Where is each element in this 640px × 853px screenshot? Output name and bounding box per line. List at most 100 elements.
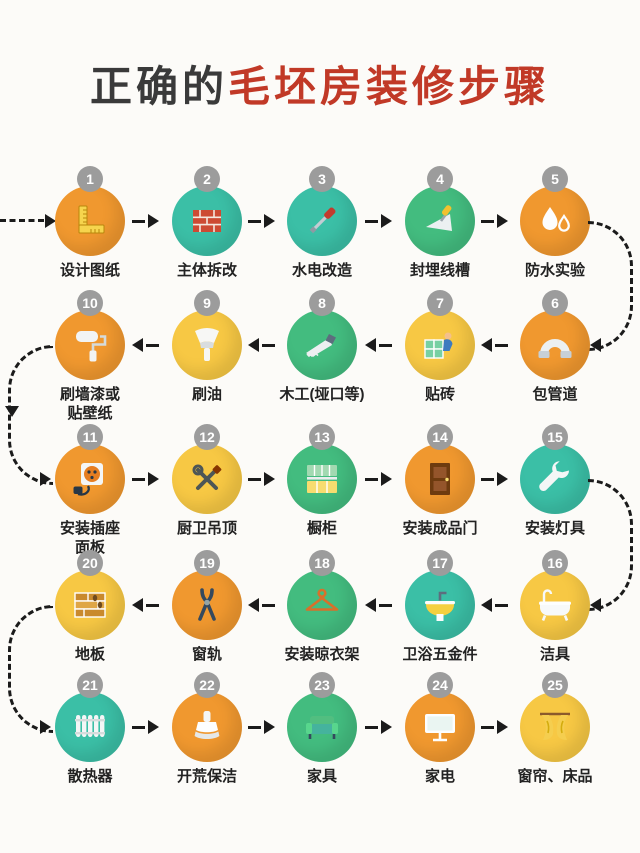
step-13: 13 橱柜 [267,424,377,539]
step-1: 1 设计图纸 [35,166,145,281]
step-circle [172,186,242,256]
step-number-badge: 10 [77,290,103,316]
step-12: 12 厨卫吊顶 [152,424,262,539]
step-number-badge: 16 [542,550,568,576]
paint-roller-icon [76,331,107,362]
step-circle [405,310,475,380]
saw-icon [306,334,336,358]
step-21: 21 散热器 [35,672,145,787]
step-5: 5 防水实验 [500,166,610,281]
step-circle [405,570,475,640]
step-label: 安装晾衣架 [284,646,360,663]
step-16: 16 洁具 [500,550,610,665]
step-number-badge: 11 [77,424,103,450]
step-18: 18 安装晾衣架 [267,550,377,665]
pipe-icon [538,339,572,358]
screwdriver-icon [309,207,336,234]
step-circle [55,186,125,256]
door-icon [430,463,450,495]
brick-wall-icon [193,210,221,232]
pliers-icon [198,588,216,621]
step-label: 木工(垭口等) [279,386,365,403]
step-label: 包管道 [532,386,578,403]
step-9: 9 刷油 [152,290,262,405]
step-circle [172,310,242,380]
connector-arrow-icon [5,406,19,417]
step-4: 4 封埋线槽 [385,166,495,281]
water-drops-icon [542,207,570,232]
flow-arrow [481,471,508,487]
step-label: 家电 [424,768,455,785]
step-number-badge: 5 [542,166,568,192]
flow-arrow [248,471,275,487]
step-number-badge: 2 [194,166,220,192]
hanger-icon [305,588,339,611]
page-title: 正确的毛坯房装修步骤 [0,62,640,112]
step-23: 23 家具 [267,672,377,787]
step-11: 11 安装插座 面板 [35,424,145,558]
step-number-badge: 6 [542,290,568,316]
step-19: 19 窗轨 [152,550,262,665]
step-label: 贴砖 [424,386,455,403]
step-circle [55,570,125,640]
step-number-badge: 23 [309,672,335,698]
step-label: 厨卫吊顶 [176,520,237,537]
step-number-badge: 8 [309,290,335,316]
step-25: 25 窗帘、床品 [500,672,610,787]
connector-arrow-icon [590,338,601,352]
flow-arrow [481,597,508,613]
step-label: 水电改造 [291,262,352,279]
step-circle [287,186,357,256]
step-17: 17 卫浴五金件 [385,550,495,665]
flow-arrow [248,597,275,613]
step-number-badge: 15 [542,424,568,450]
steps-row-4: 20 地板 19 窗轨 18 安装晾衣架 17 卫浴五金件 [0,550,640,680]
step-2: 2 主体拆改 [152,166,262,281]
step-circle [405,692,475,762]
flow-arrow [365,597,392,613]
flow-arrow [132,337,159,353]
step-number-badge: 21 [77,672,103,698]
step-circle [55,310,125,380]
steps-row-3: 11 安装插座 面板 12 厨卫吊顶 13 橱柜 14 安装成品门 [0,424,640,556]
steps-row-5: 21 散热器 22 开荒保洁 23 家具 24 家电 [0,672,640,802]
wrench-icon [539,461,570,491]
step-label: 安装灯具 [524,520,585,537]
step-label: 窗轨 [191,646,222,663]
step-circle [55,692,125,762]
flow-arrow [481,213,508,229]
curtains-icon [540,712,570,740]
step-number-badge: 12 [194,424,220,450]
steps-row-2: 10 刷墙漆或 贴壁纸 9 刷油 8 木工(垭口等) 7 贴砖 [0,290,640,422]
step-circle [520,186,590,256]
step-number-badge: 1 [77,166,103,192]
flow-arrow [365,719,392,735]
step-label: 家具 [306,768,337,785]
step-number-badge: 7 [427,290,453,316]
cabinet-icon [307,465,337,493]
step-14: 14 安装成品门 [385,424,495,539]
tile-worker-icon [424,332,453,359]
trowel-icon [426,205,452,231]
step-label: 卫浴五金件 [402,646,478,663]
step-8: 8 木工(垭口等) [267,290,377,405]
step-circle [172,444,242,514]
ceiling-tools-icon [192,464,222,490]
step-circle [405,444,475,514]
flow-arrow [365,471,392,487]
title-prefix: 正确的 [89,63,228,111]
flow-arrow [481,337,508,353]
step-number-badge: 13 [309,424,335,450]
step-circle [405,186,475,256]
connector-arrow-icon [590,598,601,612]
step-circle [520,692,590,762]
floor-icon [74,592,106,618]
step-label: 封埋线槽 [409,262,470,279]
step-circle [287,692,357,762]
power-socket-icon [73,463,103,496]
ruler-icon [78,205,105,234]
step-15: 15 安装灯具 [500,424,610,539]
paint-brush-icon [195,328,219,361]
step-circle [287,310,357,380]
